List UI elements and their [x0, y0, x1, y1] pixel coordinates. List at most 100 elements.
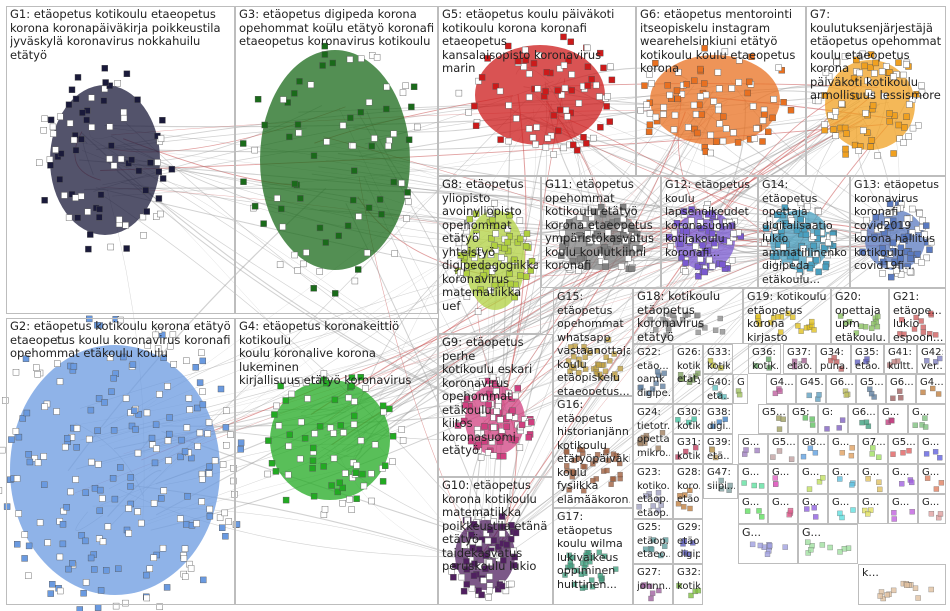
node	[330, 455, 338, 462]
node	[68, 191, 76, 198]
node	[535, 52, 542, 59]
node	[518, 421, 526, 429]
node	[852, 93, 859, 100]
edge	[158, 251, 897, 444]
node	[670, 126, 678, 133]
group-label: G...	[802, 497, 820, 508]
node	[723, 125, 730, 133]
node	[2, 397, 9, 404]
node	[277, 382, 284, 390]
node	[886, 117, 893, 125]
node	[462, 402, 469, 409]
node	[481, 438, 488, 445]
node	[666, 233, 673, 241]
node	[155, 195, 163, 202]
node	[123, 70, 131, 78]
node	[473, 232, 480, 240]
group-box-g21: G21: etäope... lukio espoon...	[889, 288, 946, 344]
node	[622, 237, 629, 244]
node	[54, 360, 61, 367]
node	[522, 56, 529, 64]
node	[697, 93, 704, 100]
node	[797, 199, 805, 207]
node	[529, 134, 537, 141]
node	[353, 495, 360, 502]
node	[151, 459, 159, 467]
node	[383, 105, 390, 113]
node	[360, 482, 368, 490]
node	[596, 371, 603, 378]
node	[149, 441, 156, 448]
node	[832, 108, 839, 115]
group-box-g39: G39: etä...	[703, 434, 733, 464]
group-label: G45...	[800, 377, 823, 388]
node	[52, 146, 59, 153]
node	[362, 385, 369, 392]
node	[286, 133, 293, 141]
node	[297, 195, 304, 202]
node	[490, 518, 497, 525]
group-box-g72: G...	[768, 494, 798, 524]
node	[705, 211, 712, 218]
edge	[101, 194, 497, 551]
node	[499, 523, 506, 530]
node	[139, 213, 147, 221]
nodes-g7	[812, 50, 926, 159]
node	[368, 497, 375, 505]
node	[690, 101, 698, 109]
group-box-g7: G7: koulutuksenjärjestäjä etäopetus opeh…	[806, 6, 946, 176]
node	[390, 130, 397, 137]
group-box-g67: G...	[828, 464, 858, 494]
node	[888, 273, 895, 281]
node	[478, 591, 485, 599]
node	[49, 123, 57, 131]
node	[177, 453, 184, 461]
node	[544, 135, 551, 142]
node	[187, 565, 195, 572]
node	[169, 331, 177, 338]
node	[36, 159, 43, 166]
node	[691, 77, 698, 84]
node	[777, 233, 785, 240]
node	[629, 209, 636, 217]
node	[815, 208, 822, 215]
node	[919, 216, 926, 224]
node	[918, 89, 926, 97]
node	[84, 208, 91, 216]
node	[34, 371, 41, 378]
node	[568, 87, 575, 94]
node	[487, 287, 494, 294]
node	[349, 142, 357, 150]
node	[511, 562, 518, 569]
node	[122, 599, 129, 607]
node	[177, 515, 184, 522]
group-box-g38: G38: digi...	[703, 404, 733, 434]
node	[448, 568, 455, 575]
group-box-g17: G17: etäopetus koulu wilma lukivaikeus o…	[553, 508, 633, 605]
node	[159, 545, 167, 552]
nodes-g3	[239, 23, 421, 297]
edge	[483, 97, 715, 561]
group-box-g75: G...	[858, 494, 888, 524]
node	[786, 252, 794, 260]
node	[606, 118, 613, 125]
node	[352, 469, 360, 476]
node	[120, 108, 127, 116]
node	[604, 93, 611, 100]
node	[759, 138, 766, 145]
node	[469, 251, 476, 258]
node	[110, 375, 117, 382]
node	[110, 162, 118, 169]
edge	[485, 248, 888, 405]
node	[597, 124, 604, 131]
node	[542, 144, 550, 151]
node	[674, 95, 681, 103]
group-label: G4...	[770, 377, 793, 388]
node	[897, 271, 905, 278]
node	[716, 120, 723, 128]
node	[598, 203, 605, 211]
edge	[100, 124, 884, 171]
node	[460, 417, 468, 425]
group-label: G39: etä...	[707, 437, 730, 462]
